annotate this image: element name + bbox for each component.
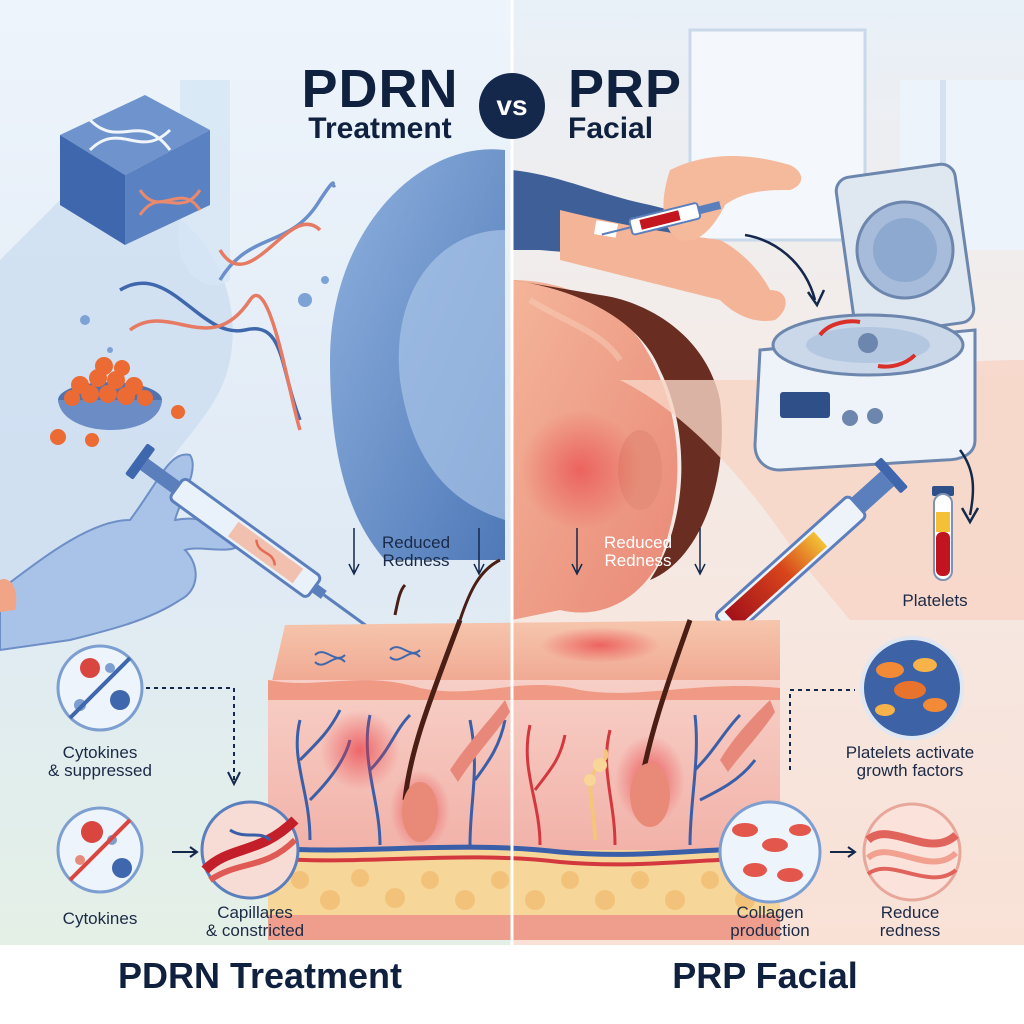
left-title: PDRN — [301, 59, 459, 119]
right-title: PRP — [568, 59, 683, 119]
right-subtitle: Facial — [568, 112, 654, 145]
collagen-circle-icon — [718, 800, 822, 904]
footer-right-title: PRP Facial — [672, 955, 858, 996]
centrifuge-icon — [753, 162, 980, 525]
platelets-label: Platelets — [902, 591, 968, 610]
caviar-bowl-icon — [50, 357, 185, 447]
cytokine-circle-icon — [56, 644, 144, 732]
dna-cube-icon — [60, 95, 210, 245]
capillaries-label: Capillares & constricted — [205, 903, 305, 940]
syringe-icon — [125, 443, 372, 631]
blood-tube-icon — [932, 486, 954, 581]
footer-band — [0, 945, 1024, 1024]
platelets-activate-label: Platelets activate growth factors — [845, 743, 975, 780]
left-reduced-redness-label: Reduced Redness — [381, 533, 451, 570]
skin-cross-section-icon — [267, 558, 781, 940]
cytokines-suppressed-label: Cytokines & suppressed — [48, 743, 152, 780]
arm-blood-draw-icon — [512, 155, 826, 321]
cytokines-label: Cytokines — [62, 909, 138, 928]
capillary-circle-icon — [200, 800, 300, 900]
dashed-connector — [138, 687, 855, 780]
reduce-redness-label: Reduce redness — [879, 903, 941, 940]
redness-fiber-circle-icon — [862, 802, 962, 902]
down-arrow-icon — [348, 528, 706, 576]
vs-badge: vs — [479, 73, 545, 139]
left-subtitle: Treatment — [308, 112, 452, 145]
right-reduced-redness-label: Reduced Redness — [603, 533, 673, 570]
footer-left-title: PDRN Treatment — [117, 955, 403, 996]
arrow-icon — [172, 771, 857, 858]
platelet-circle-icon — [860, 636, 964, 740]
cytokine-circle-2-icon — [56, 806, 144, 894]
collagen-label: Collagen production — [730, 903, 810, 940]
